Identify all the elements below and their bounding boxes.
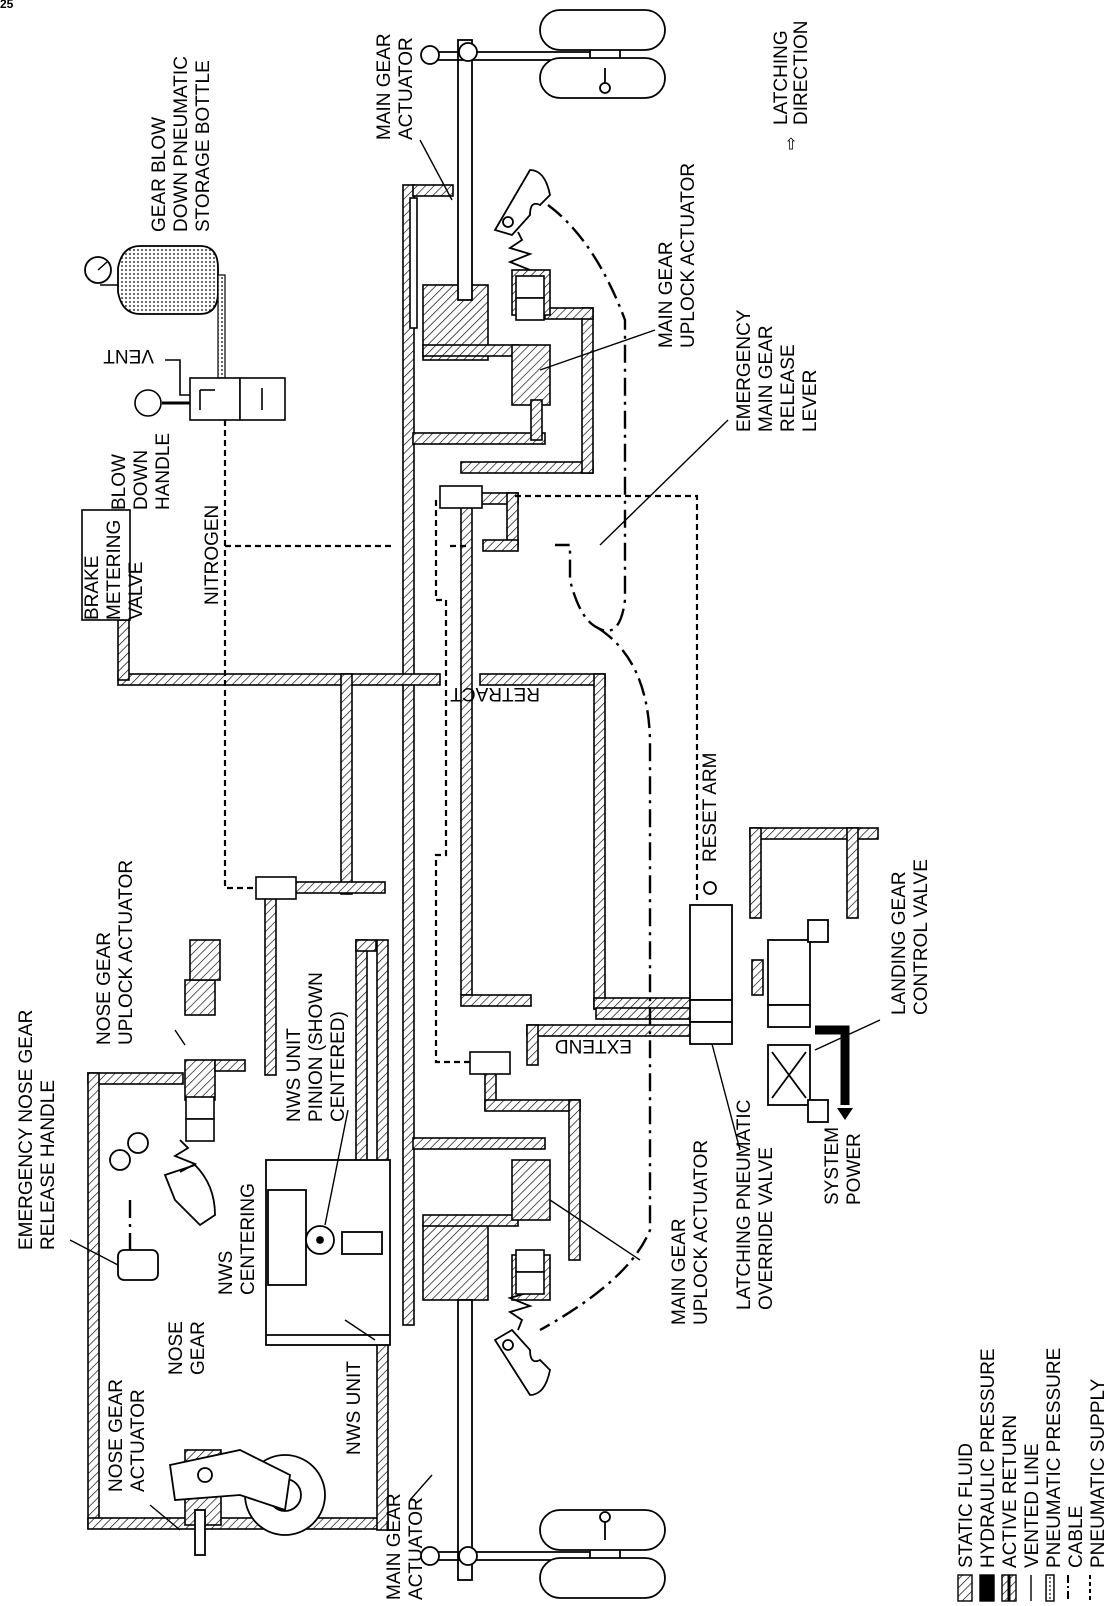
nose-gear-actuator-label: NOSE GEARACTUATOR [106, 1379, 149, 1492]
latching-override-label: LATCHING PNEUMATICOVERRIDE VALVE [734, 1100, 777, 1310]
leader-lines [69, 139, 881, 1531]
system-power-label: SYSTEMPOWER [822, 1127, 865, 1205]
blow-down-valve [134, 359, 286, 421]
nws-unit-label: NWS UNIT [344, 1361, 365, 1455]
nws-centering-label: NWSCENTERING [216, 1183, 259, 1295]
main-gear-uplock-top-label: MAIN GEARUPLOCK ACTUATOR [656, 163, 699, 348]
legend-pneumatic-pressure: PNEUMATIC PRESSURE [1044, 1348, 1065, 1568]
legend-hydraulic-pressure: HYDRAULIC PRESSURE [978, 1348, 999, 1568]
legend: STATIC FLUID HYDRAULIC PRESSURE ACTIVE R… [956, 1348, 1109, 1602]
storage-bottle [100, 245, 226, 396]
nws-pinion-label: NWS UNITPINION (SHOWNCENTERED) [284, 972, 349, 1122]
legend-static-fluid: STATIC FLUID [956, 1443, 977, 1568]
system-power-line [815, 1025, 853, 1120]
emergency-nose-release-label: EMERGENCY NOSE GEARRELEASE HANDLE [16, 1010, 59, 1250]
page-code: 25 [0, 0, 14, 11]
legend-swatches [957, 1574, 1091, 1602]
emergency-release-lever-label: EMERGENCYMAIN GEARRELEASELEVER [734, 309, 821, 432]
brake-metering-valve [81, 509, 131, 621]
upper-uplock-hook [493, 169, 551, 271]
landing-gear-control-valve-label: LANDING GEARCONTROL VALVE [889, 859, 932, 1015]
main-gear-actuator-top [420, 9, 666, 301]
nose-release-mechanism [109, 1132, 216, 1281]
nws-unit [265, 1159, 391, 1346]
blow-down-handle-label: BLOWDOWNHANDLE [109, 433, 174, 510]
nitrogen-label: NITROGEN [202, 505, 223, 605]
extend-label: EXTEND [555, 1035, 632, 1056]
nose-uplock-label: NOSE GEARUPLOCK ACTUATOR [94, 860, 137, 1045]
brake-metering-valve-label: BRAKEMETERINGVALVE [82, 520, 147, 620]
pneumatic-supply-lines [223, 420, 699, 1064]
nose-gear [168, 1449, 326, 1556]
cable-lines [128, 204, 652, 1332]
vent-label: VENT [103, 345, 154, 366]
main-gear-uplock-bottom-label: MAIN GEARUPLOCK ACTUATOR [669, 1140, 712, 1325]
main-gear-actuator-bottom-label: MAIN GEARACTUATOR [384, 1493, 427, 1600]
main-gear-actuator-bottom [420, 1299, 666, 1599]
lower-uplock-hook [493, 1291, 551, 1396]
legend-pneumatic-supply: PNEUMATIC SUPPLY [1088, 1378, 1109, 1568]
latching-direction-arrow-icon: ⇨ [783, 137, 800, 150]
latching-direction-label: LATCHINGDIRECTION [771, 21, 812, 126]
retract-label: RETRACT [450, 683, 540, 704]
main-gear-actuator-top-label: MAIN GEARACTUATOR [374, 33, 417, 140]
shuttle-valves [185, 275, 545, 1295]
reset-arm-label: RESET ARM [700, 753, 721, 862]
landing-gear-control-valve [689, 881, 829, 1123]
pressure-gauge-icon [84, 256, 112, 284]
legend-vented-line: VENTED LINE [1022, 1443, 1043, 1568]
nose-gear-label: NOSEGEAR [166, 1321, 209, 1375]
labels: LATCHINGDIRECTION ⇨ GEAR BLOWDOWN PNEUMA… [16, 21, 932, 1601]
legend-cable: CABLE [1066, 1506, 1087, 1568]
legend-active-return: ACTIVE RETURN [1000, 1415, 1021, 1568]
bottle-label: GEAR BLOWDOWN PNEUMATICSTORAGE BOTTLE [149, 56, 214, 232]
